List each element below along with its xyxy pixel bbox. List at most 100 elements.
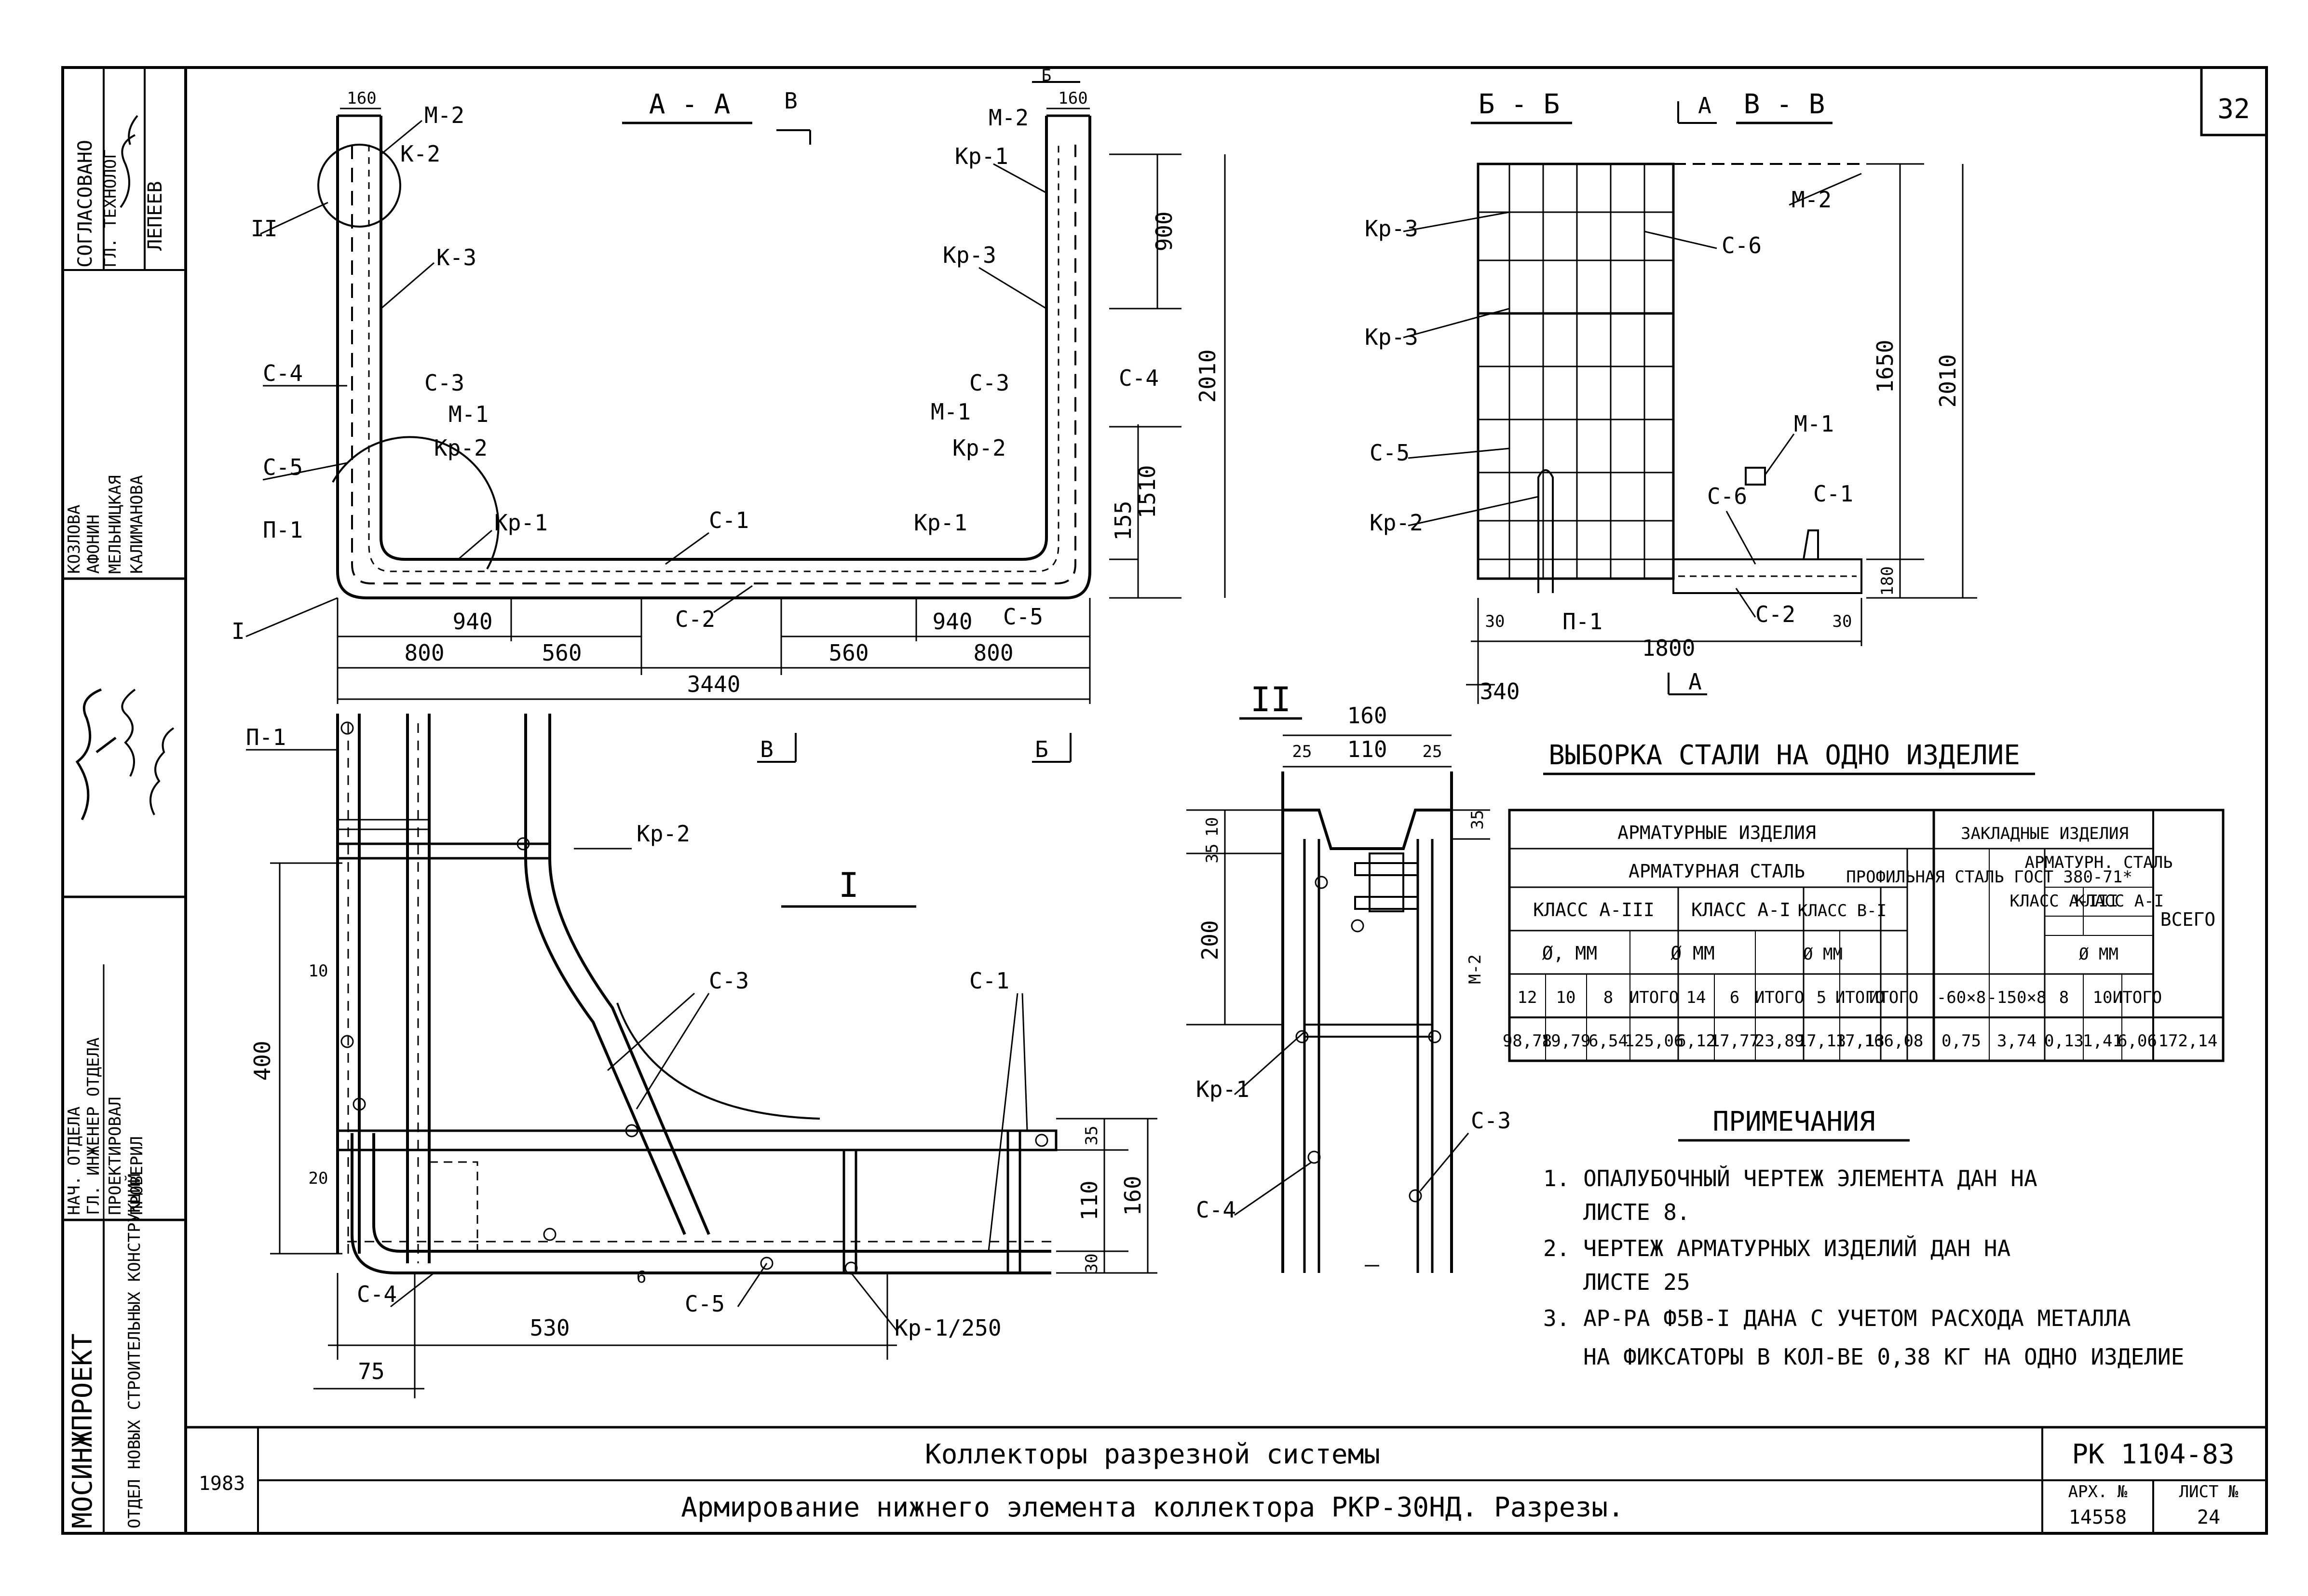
label-c3-right: С-3 bbox=[969, 370, 1009, 396]
dim-35: 35 bbox=[1082, 1126, 1101, 1146]
detail-II-title: II bbox=[1250, 680, 1291, 719]
arh-label: АРХ. № bbox=[2068, 1482, 2128, 1501]
detail-I-title: I bbox=[839, 866, 859, 905]
label-m2-right: М-2 bbox=[989, 105, 1029, 131]
label-kp2-left: Кр-2 bbox=[434, 435, 488, 461]
note-line-4: ЛИСТЕ 25 bbox=[1543, 1269, 1690, 1295]
arh-value: 14558 bbox=[2069, 1506, 2127, 1528]
cut-mark-a-top: А bbox=[1698, 93, 1711, 119]
hdr-150x8: -150×8 bbox=[1987, 988, 2047, 1007]
hdr-12: 12 bbox=[1518, 988, 1537, 1007]
document-code: РК 1104-83 bbox=[2072, 1439, 2234, 1470]
label-c2-b: С-2 bbox=[1755, 601, 1795, 627]
dim-30-left: 30 bbox=[1485, 612, 1505, 631]
dim-1510: 1510 bbox=[1134, 465, 1160, 519]
note-line-1: 1. ОПАЛУБОЧНЫЙ ЧЕРТЕЖ ЭЛЕМЕНТА ДАН НА bbox=[1543, 1165, 2037, 1191]
hairpin-p1 bbox=[1537, 469, 1554, 593]
val-10b: 1,41 bbox=[2083, 1031, 2122, 1051]
approved-label: СОГЛАСОВАНО bbox=[74, 140, 96, 268]
approved-signature bbox=[120, 115, 138, 208]
val-itogo-all: 166,08 bbox=[1864, 1031, 1924, 1051]
dim-25-left: 25 bbox=[1292, 742, 1312, 761]
callout-I: I bbox=[231, 618, 245, 644]
name-4: КАЛИМАНОВА bbox=[127, 475, 147, 574]
dim-75: 75 bbox=[358, 1358, 384, 1384]
dim-6: 6 bbox=[637, 1268, 646, 1287]
floor-slab bbox=[1672, 558, 1862, 594]
val-itogo-b1: 17,13 bbox=[1835, 1031, 1885, 1051]
hdr-5: 5 bbox=[1817, 988, 1826, 1007]
dim-340: 340 bbox=[1480, 678, 1520, 704]
cut-mark-a-bottom: А bbox=[1688, 669, 1702, 695]
val-10: 19,79 bbox=[1541, 1031, 1590, 1051]
label-c5-b: С-5 bbox=[1370, 440, 1410, 466]
hdr-10b: 10 bbox=[2093, 988, 2113, 1007]
label-c4-right: С-4 bbox=[1119, 365, 1159, 391]
dim-400: 400 bbox=[249, 1041, 275, 1081]
section-vv-title: В - В bbox=[1744, 89, 1825, 120]
embedded-m2 bbox=[1369, 852, 1404, 912]
notes-title: ПРИМЕЧАНИЯ bbox=[1712, 1106, 1875, 1137]
sheet-title: Армирование нижнего элемента коллектора … bbox=[681, 1492, 1624, 1523]
horizontal-bar-top bbox=[336, 1129, 1058, 1151]
val-14: 6,12 bbox=[1676, 1031, 1716, 1051]
dim-35-top-right: 35 bbox=[1468, 810, 1487, 830]
label-c3-ii: С-3 bbox=[1471, 1108, 1511, 1134]
approved-name: ЛЕПЕЕВ bbox=[144, 181, 166, 251]
class-b1: КЛАСС В-I bbox=[1798, 901, 1887, 920]
diam-a3: Ø, ММ bbox=[1542, 943, 1597, 964]
label-c1-b: С-1 bbox=[1813, 481, 1853, 507]
val-8: 6,54 bbox=[1588, 1031, 1628, 1051]
dept-name: ОТДЕЛ НОВЫХ СТРОИТЕЛЬНЫХ КОНСТРУКЦИЙ bbox=[124, 1173, 144, 1528]
detail-II-callout-circle bbox=[317, 144, 401, 228]
class-a1: КЛАСС А-I bbox=[1691, 899, 1791, 920]
val-12: 98,78 bbox=[1503, 1031, 1552, 1051]
note-line-3: 2. ЧЕРТЕЖ АРМАТУРНЫХ ИЗДЕЛИЙ ДАН НА bbox=[1543, 1235, 2010, 1261]
signature-3 bbox=[149, 727, 175, 815]
left-title-strip: СОГЛАСОВАНО ГЛ. ТЕХНОЛОГ ЛЕПЕЕВ КОЗЛОВА … bbox=[62, 68, 186, 1533]
label-c6-b: С-6 bbox=[1707, 483, 1747, 509]
dim-25-right: 25 bbox=[1423, 742, 1442, 761]
note-line-2: ЛИСТЕ 8. bbox=[1543, 1199, 1690, 1225]
hdr-itogo-a3: ИТОГО bbox=[1629, 988, 1679, 1007]
total-header: ВСЕГО bbox=[2160, 909, 2215, 930]
dim-20: 20 bbox=[309, 1169, 328, 1188]
note-line-5: 3. АР-РА Ф5В-I ДАНА С УЧЕТОМ РАСХОДА МЕТ… bbox=[1543, 1305, 2131, 1331]
label-c1: С-1 bbox=[709, 507, 749, 533]
val-5: 17,13 bbox=[1797, 1031, 1846, 1051]
role-1: НАЧ. ОТДЕЛА bbox=[65, 1107, 84, 1215]
steel-table: ВЫБОРКА СТАЛИ НА ОДНО ИЗДЕЛИЕ АРМАТ bbox=[1503, 740, 2225, 1062]
bottom-title-block: 1983 Коллекторы разрезной системы Армиро… bbox=[186, 1426, 2267, 1533]
label-c5-i: С-5 bbox=[685, 1291, 725, 1317]
org-name: МОСИНЖПРОЕКТ bbox=[67, 1333, 98, 1528]
class-a3: КЛАСС А-III bbox=[1533, 899, 1655, 920]
group1-sub: АРМАТУРНАЯ СТАЛЬ bbox=[1629, 861, 1805, 882]
name-3: МЕЛЬНИЦКАЯ bbox=[106, 475, 125, 574]
outer-frame bbox=[61, 66, 2268, 1535]
note-line-6: НА ФИКСАТОРЫ В КОЛ-ВЕ 0,38 КГ НА ОДНО ИЗ… bbox=[1543, 1344, 2184, 1370]
hdr-60x8: -60×8 bbox=[1937, 988, 1986, 1007]
u-outline-outer bbox=[336, 116, 1091, 599]
detail-I-callout-arc bbox=[332, 436, 500, 569]
dim-155: 155 bbox=[1110, 500, 1136, 541]
dim-940-right: 940 bbox=[932, 609, 972, 635]
diam-arm: Ø ММ bbox=[2079, 945, 2118, 964]
dim-160-ii: 160 bbox=[1347, 703, 1387, 729]
section-b-b: Б - Б В - В А bbox=[1365, 89, 1977, 704]
dim-35-ii: 35 bbox=[1203, 844, 1222, 864]
label-k2: К-2 bbox=[400, 141, 440, 167]
hdr-8b: 8 bbox=[2059, 988, 2069, 1007]
cut-mark-bottom-left: В bbox=[760, 736, 774, 762]
hdr-itogo-emb: ИТОГО bbox=[2113, 988, 2162, 1007]
label-c4-left: С-4 bbox=[263, 360, 303, 386]
val-itogo-a1: 23,89 bbox=[1755, 1031, 1804, 1051]
hdr-itogo-all: ИТОГО bbox=[1869, 988, 1918, 1007]
hdr-itogo-b1: ИТОГО bbox=[1835, 988, 1885, 1007]
role-2: ГЛ. ИНЖЕНЕР ОТДЕЛА bbox=[84, 1038, 103, 1215]
label-k3: К-3 bbox=[436, 244, 476, 271]
curved-bar-kp2 bbox=[524, 714, 686, 1235]
label-m2-ii: М-2 bbox=[1466, 954, 1485, 984]
val-total: 172,14 bbox=[2159, 1031, 2218, 1051]
dim-30-i: 30 bbox=[1082, 1254, 1101, 1273]
